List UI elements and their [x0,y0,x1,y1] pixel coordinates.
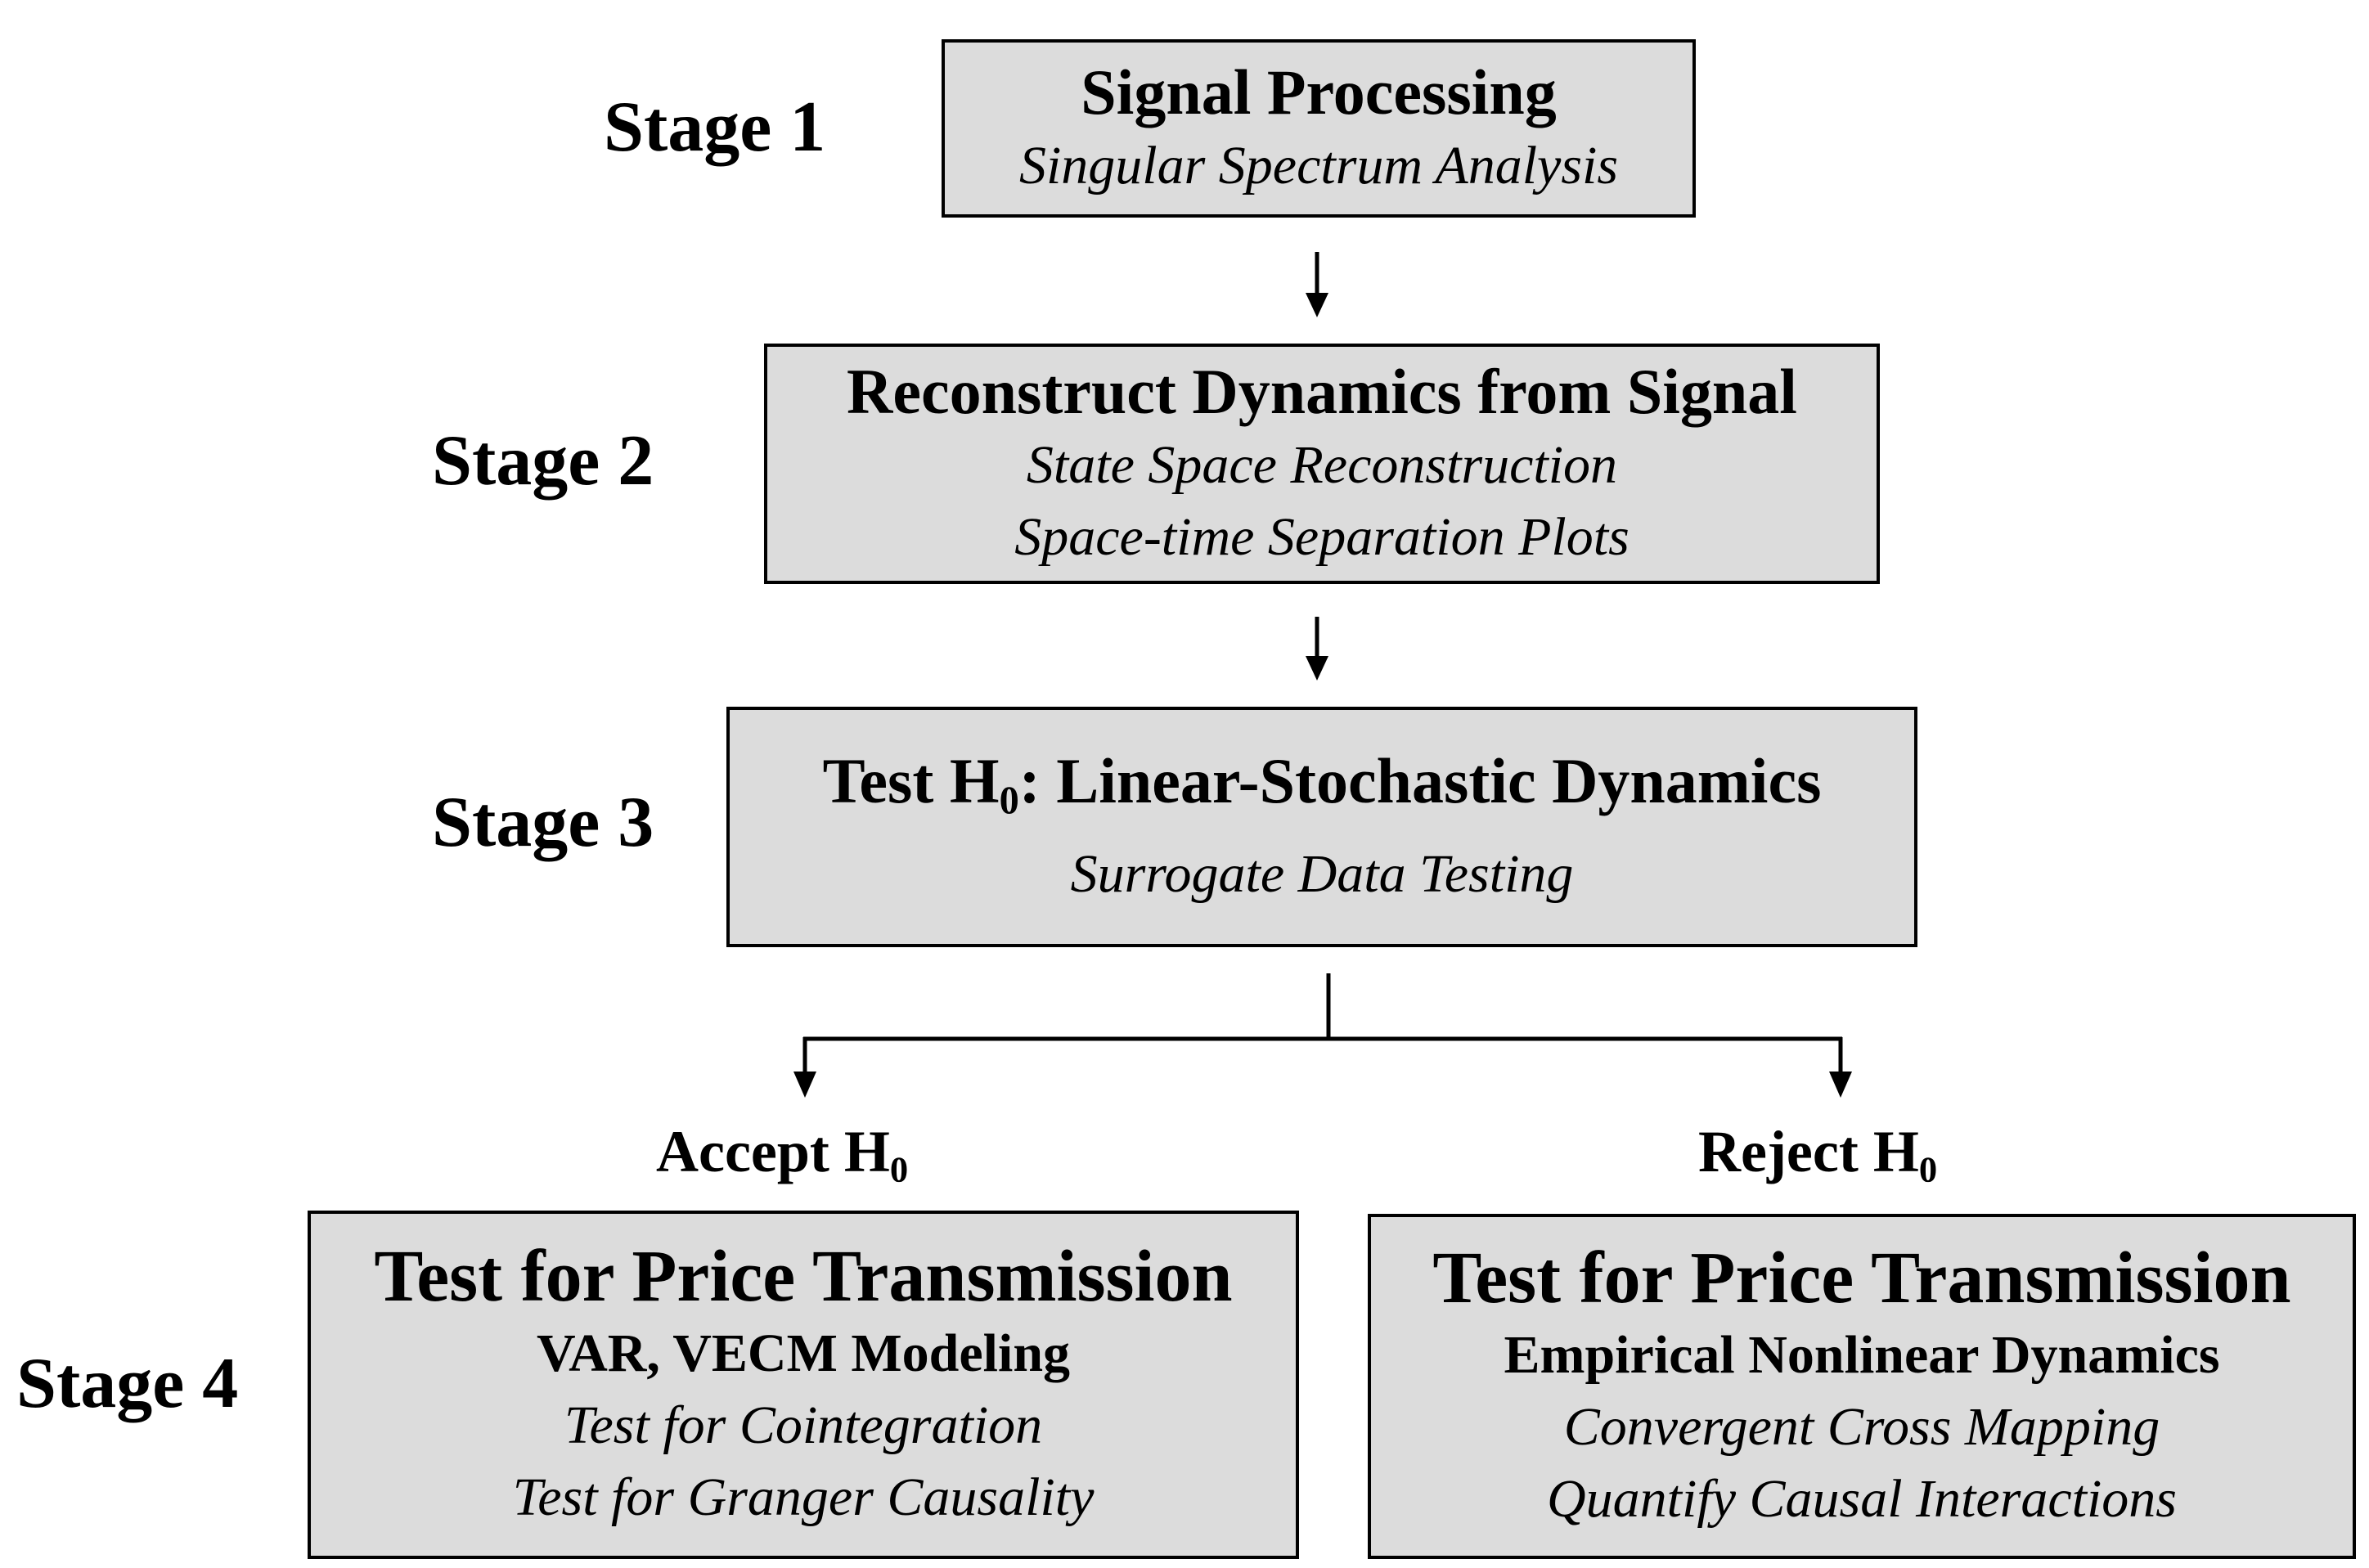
test-h0-title: Test H0: Linear-Stochastic Dynamics [823,744,1822,839]
accept-h0-subscript: 0 [889,1148,909,1190]
reject-h0-subscript: 0 [1918,1148,1938,1190]
decision-split-connector [793,973,1852,1098]
nonlinear-price-transmission-box: Test for Price Transmission Empirical No… [1368,1214,2356,1559]
linear-price-transmission-title: Test for Price Transmission [374,1236,1233,1317]
reconstruct-dynamics-box: Reconstruct Dynamics from Signal State S… [764,344,1880,584]
quantify-causal-interactions-text: Quantify Causal Interactions [1547,1469,2177,1529]
accept-h0-label: Accept H0 [656,1122,908,1188]
state-space-reconstruction-text: State Space Reconstruction [1026,435,1618,495]
reconstruct-dynamics-title: Reconstruct Dynamics from Signal [847,356,1797,427]
test-h0-box: Test H0: Linear-Stochastic Dynamics Surr… [726,707,1917,947]
arrow-stage1-to-stage2 [1306,252,1328,317]
test-for-granger-causality-text: Test for Granger Causality [512,1467,1095,1527]
signal-processing-title: Signal Processing [1081,56,1557,128]
var-vecm-modeling-text: VAR, VECM Modeling [536,1323,1071,1383]
test-h0-prefix: Test H [822,744,1000,816]
signal-processing-box: Signal Processing Singular Spectrum Anal… [942,39,1696,218]
test-h0-suffix: : Linear-Stochastic Dynamics [1018,744,1822,816]
convergent-cross-mapping-text: Convergent Cross Mapping [1563,1397,2160,1457]
empirical-nonlinear-dynamics-text: Empirical Nonlinear Dynamics [1504,1325,2220,1385]
test-h0-subscript: 0 [999,779,1019,823]
arrow-stage2-to-stage3 [1306,617,1328,681]
stage-4-label: Stage 4 [16,1344,239,1423]
linear-price-transmission-box: Test for Price Transmission VAR, VECM Mo… [308,1211,1299,1559]
surrogate-data-testing-text: Surrogate Data Testing [1070,844,1574,905]
reject-h0-label: Reject H0 [1698,1122,1937,1188]
nonlinear-price-transmission-title: Test for Price Transmission [1432,1238,2291,1319]
singular-spectrum-analysis-text: Singular Spectrum Analysis [1018,136,1619,195]
space-time-separation-plots-text: Space-time Separation Plots [1014,507,1630,567]
stage-2-label: Stage 2 [432,421,654,501]
reject-h0-prefix: Reject H [1698,1119,1919,1184]
accept-h0-prefix: Accept H [656,1119,890,1184]
test-for-cointegration-text: Test for Cointegration [564,1395,1043,1455]
stage-3-label: Stage 3 [432,783,654,862]
stage-1-label: Stage 1 [604,88,826,167]
